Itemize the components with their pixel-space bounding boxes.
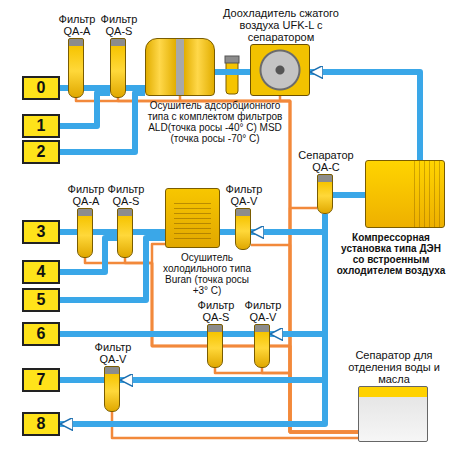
outlet-number-text: 2: [37, 143, 46, 161]
air-pipe: [223, 331, 254, 337]
outlet-number-text: 4: [37, 263, 46, 281]
outlet-number: 3: [22, 220, 60, 244]
component-label: Сепаратор QA-C: [294, 149, 358, 173]
air-pipe: [333, 192, 365, 198]
outlet-number-text: 6: [37, 325, 46, 343]
outlet-number: 4: [22, 260, 60, 284]
outlet-number-text: 7: [37, 371, 46, 389]
outlet-number-text: 0: [37, 79, 46, 97]
air-pipe: [60, 331, 207, 337]
air-pipe: [60, 377, 104, 383]
air-pipe: [60, 93, 145, 152]
component-label: Фильтр QA-S: [103, 183, 149, 207]
air-pipe: [220, 229, 235, 235]
outlet-number: 0: [22, 76, 60, 100]
component-label: Осушитель холодильного типа Buran (точка…: [158, 252, 256, 296]
air-pipe: [120, 214, 325, 380]
air-pipe: [310, 72, 420, 160]
compressor-unit: Компрессорная установка типа ДЭН со встр…: [365, 160, 445, 228]
outlet-number-text: 8: [37, 415, 46, 433]
outlet-number: 8: [22, 412, 60, 436]
component-label: Фильтр QA-S: [99, 13, 139, 37]
filter: Фильтр QA-S: [110, 38, 126, 98]
air-pipe: [215, 69, 250, 75]
component-label: Фильтр QA-V: [241, 299, 285, 323]
outlet-number: 6: [22, 322, 60, 346]
outlet-number: 2: [22, 140, 60, 164]
component-label: Фильтр QA-V: [91, 341, 135, 365]
component-label: Осушитель адсорбционного типа с комплект…: [143, 100, 287, 144]
separator-head: [225, 56, 239, 63]
air-pipe: [133, 229, 165, 235]
filter: Фильтр QA-V: [104, 366, 120, 412]
component-label: Фильтр QA-V: [221, 183, 267, 207]
component-label: Компрессорная установка типа ДЭН со встр…: [336, 232, 446, 276]
separator: Сепаратор QA-C: [317, 174, 333, 214]
air-pipe: [251, 214, 325, 232]
air-pipe: [60, 85, 68, 91]
air-pipe: [270, 214, 325, 334]
component-label: Сепаратор для отделения воды и масла: [344, 349, 444, 385]
component-label: Фильтр QA-A: [63, 183, 109, 207]
adsorption-dryer: Осушитель адсорбционного типа с комплект…: [145, 38, 215, 96]
filter: Фильтр QA-V: [254, 324, 270, 368]
filter: Фильтр QA-V: [235, 208, 251, 250]
aftercooler: Доохладитель сжатого воздуха UFK-L с сеп…: [250, 44, 310, 96]
outlet-number: 7: [22, 368, 60, 392]
outlet-number-text: 5: [37, 291, 46, 309]
drain-line: [76, 98, 358, 432]
refrigeration-dryer: Осушитель холодильного типа Buran (точка…: [165, 188, 220, 248]
air-pipe: [60, 238, 165, 300]
air-pipe: [60, 229, 77, 235]
filter: Фильтр QA-S: [207, 324, 223, 368]
filter: Фильтр QA-A: [77, 208, 93, 258]
air-pipe: [60, 93, 110, 126]
filter: Фильтр QA-A: [68, 38, 84, 98]
outlet-number: 5: [22, 288, 60, 312]
outlet-number-text: 1: [37, 117, 46, 135]
outlet-number: 1: [22, 114, 60, 138]
filter: Фильтр QA-S: [117, 208, 133, 258]
outlet-number-text: 3: [37, 223, 46, 241]
component-label: Фильтр QA-S: [194, 299, 238, 323]
component-label: Фильтр QA-A: [57, 13, 97, 37]
air-pipe: [93, 229, 117, 235]
component-label: Доохладитель сжатого воздуха UFK-L с сеп…: [211, 7, 351, 43]
water-oil-separator: Сепаратор для отделения воды и масла: [358, 386, 428, 442]
